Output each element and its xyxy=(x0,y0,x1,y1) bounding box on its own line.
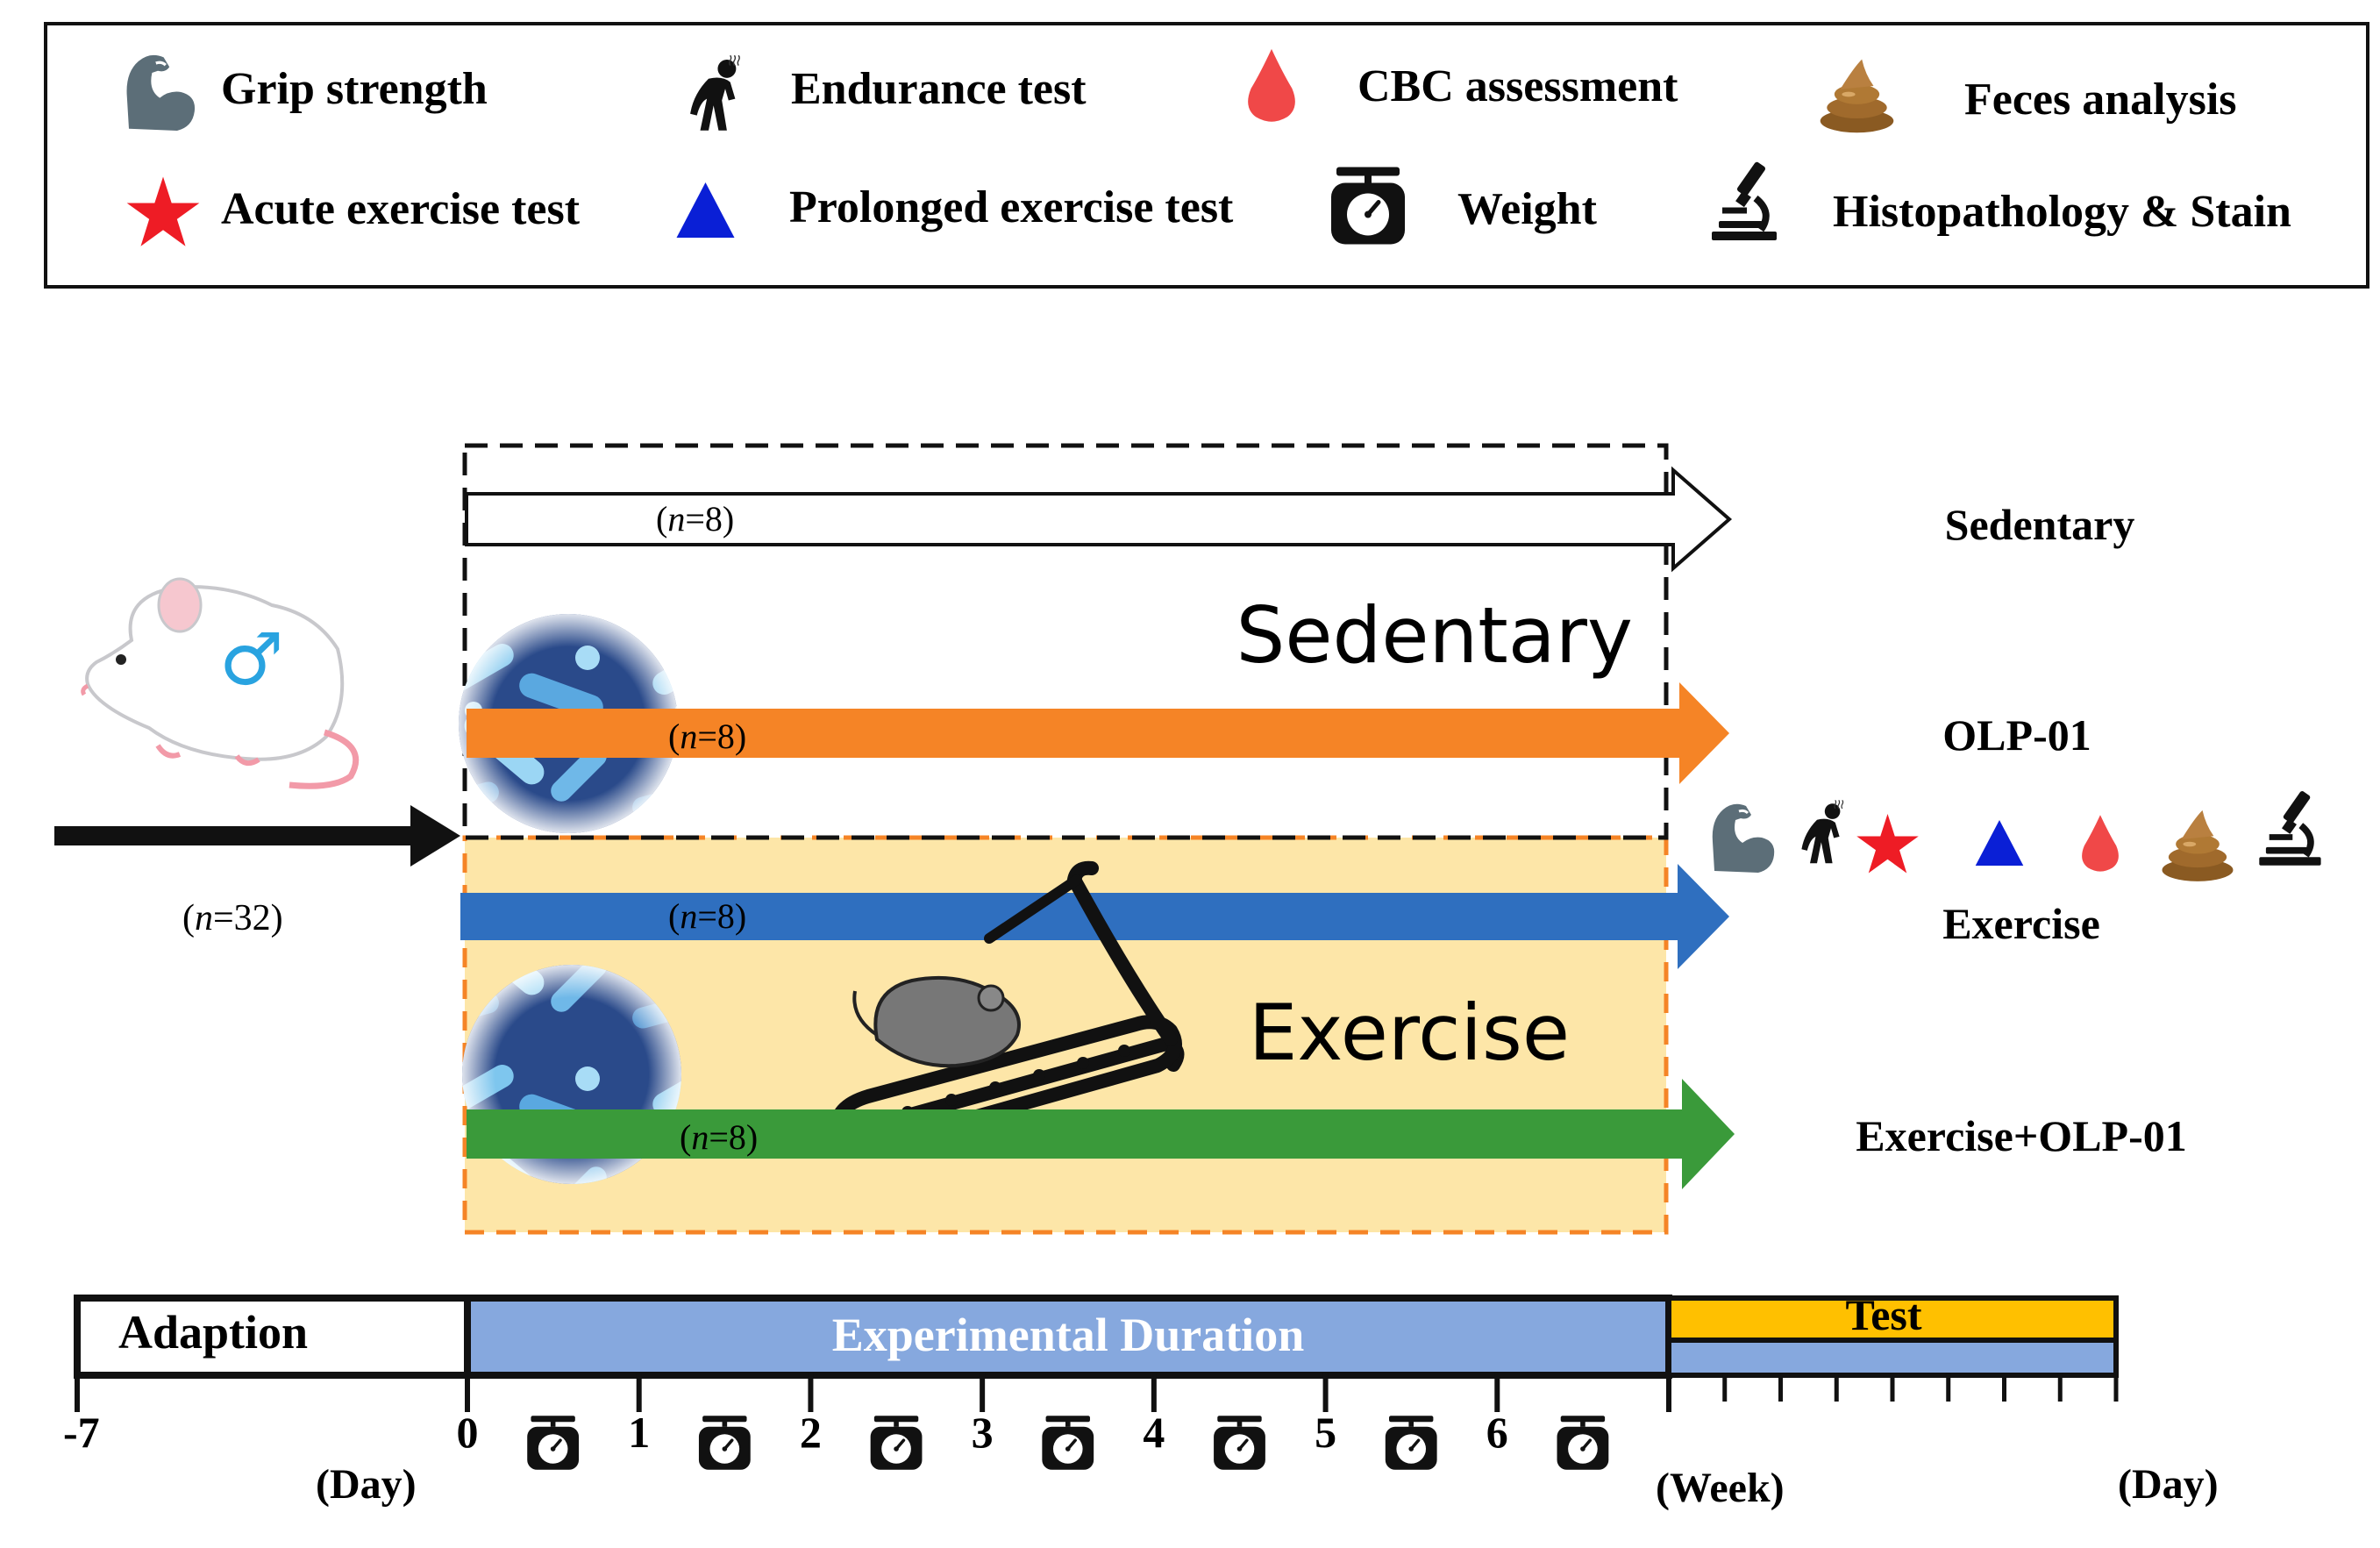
week-label: 5 xyxy=(1315,1408,1336,1457)
legend-label-feces-analysis: Feces analysis xyxy=(1964,75,2237,125)
day-unit-label: (Day) xyxy=(316,1461,417,1508)
week-label: 4 xyxy=(1143,1408,1165,1457)
blue-triangle-icon xyxy=(1975,819,2024,867)
adaption-label: Adaption xyxy=(118,1306,308,1359)
legend-border xyxy=(44,22,2369,289)
sedentary-arrow xyxy=(465,466,1733,573)
legend-label-endurance-test: Endurance test xyxy=(791,64,1087,114)
exercise-n-label: (n=8) xyxy=(668,896,746,936)
legend-label-prolonged-exercise-test: Prolonged exercise test xyxy=(789,182,1234,232)
rat-illustration: ♂ xyxy=(81,577,360,789)
input-arrow-shaft xyxy=(54,826,414,845)
group-label-exercise-olp01: Exercise+OLP-01 xyxy=(1856,1111,2187,1160)
sedentary-box-label: Sedentary xyxy=(1236,590,1633,681)
weight-scale-icon xyxy=(696,1414,752,1472)
experimental-duration-label: Experimental Duration xyxy=(832,1309,1304,1361)
legend-label-weight: Weight xyxy=(1457,184,1598,234)
test-segment xyxy=(1666,1295,2119,1343)
endurance-test-icon xyxy=(1800,799,1844,865)
input-arrow-head xyxy=(410,805,460,867)
weight-scale-icon xyxy=(1212,1414,1267,1472)
week-label: 0 xyxy=(457,1408,479,1457)
test-segment-lower xyxy=(1666,1338,2119,1378)
end-day-unit-label: (Day) xyxy=(2118,1461,2219,1508)
weight-scale-icon xyxy=(525,1414,581,1472)
weight-scale-icon xyxy=(1383,1414,1439,1472)
timeline: Adaption Experimental Duration Test -7 0… xyxy=(63,1290,2219,1511)
exercise-box-label: Exercise xyxy=(1249,988,1570,1078)
test-icons-row xyxy=(1711,790,2321,881)
group-label-exercise: Exercise xyxy=(1942,899,2100,948)
weight-scale-icon xyxy=(1555,1414,1611,1472)
olp01-arrow xyxy=(467,682,1729,784)
olp01-n-label: (n=8) xyxy=(668,717,746,756)
test-label: Test xyxy=(1845,1290,1921,1339)
week-unit-label: (Week) xyxy=(1656,1465,1785,1511)
microscope-icon xyxy=(2259,790,2320,866)
male-symbol-icon: ♂ xyxy=(219,618,284,702)
week-ticks: 0 1 2 3 4 5 6 xyxy=(457,1373,1671,1457)
legend-label-acute-exercise-test: Acute exercise test xyxy=(221,184,581,234)
weight-scale-icon xyxy=(1040,1414,1096,1472)
sedentary-n-label: (n=8) xyxy=(656,499,734,539)
day-start-label: -7 xyxy=(63,1408,100,1457)
blood-drop-icon xyxy=(2082,815,2119,872)
total-n-label: (n=32) xyxy=(182,898,283,938)
week-label: 1 xyxy=(628,1408,650,1457)
weight-scale-icon xyxy=(868,1414,924,1472)
sedentary-dashed-box xyxy=(462,443,1669,840)
week-label: 3 xyxy=(972,1408,994,1457)
group-label-olp01: OLP-01 xyxy=(1942,710,2091,760)
feces-icon xyxy=(2162,810,2234,881)
group-label-sedentary: Sedentary xyxy=(1945,500,2135,549)
red-star-icon xyxy=(1856,814,1919,874)
test-day-ticks xyxy=(1722,1373,2119,1402)
legend-label-histopathology-stain: Histopathology & Stain xyxy=(1833,187,2291,237)
exercise-olp01-arrow xyxy=(467,1079,1735,1189)
exercise-olp01-n-label: (n=8) xyxy=(680,1117,758,1157)
legend-label-cbc-assessment: CBC assessment xyxy=(1357,61,1678,111)
legend-label-grip-strength: Grip strength xyxy=(221,64,488,114)
grip-strength-icon xyxy=(1711,803,1776,874)
week-label: 6 xyxy=(1486,1408,1508,1457)
legend: Grip strength Endurance test CBC assessm… xyxy=(44,22,2369,289)
adaption-segment xyxy=(74,1295,471,1379)
weekly-weight-icons xyxy=(525,1414,1611,1472)
week-label: 2 xyxy=(800,1408,822,1457)
